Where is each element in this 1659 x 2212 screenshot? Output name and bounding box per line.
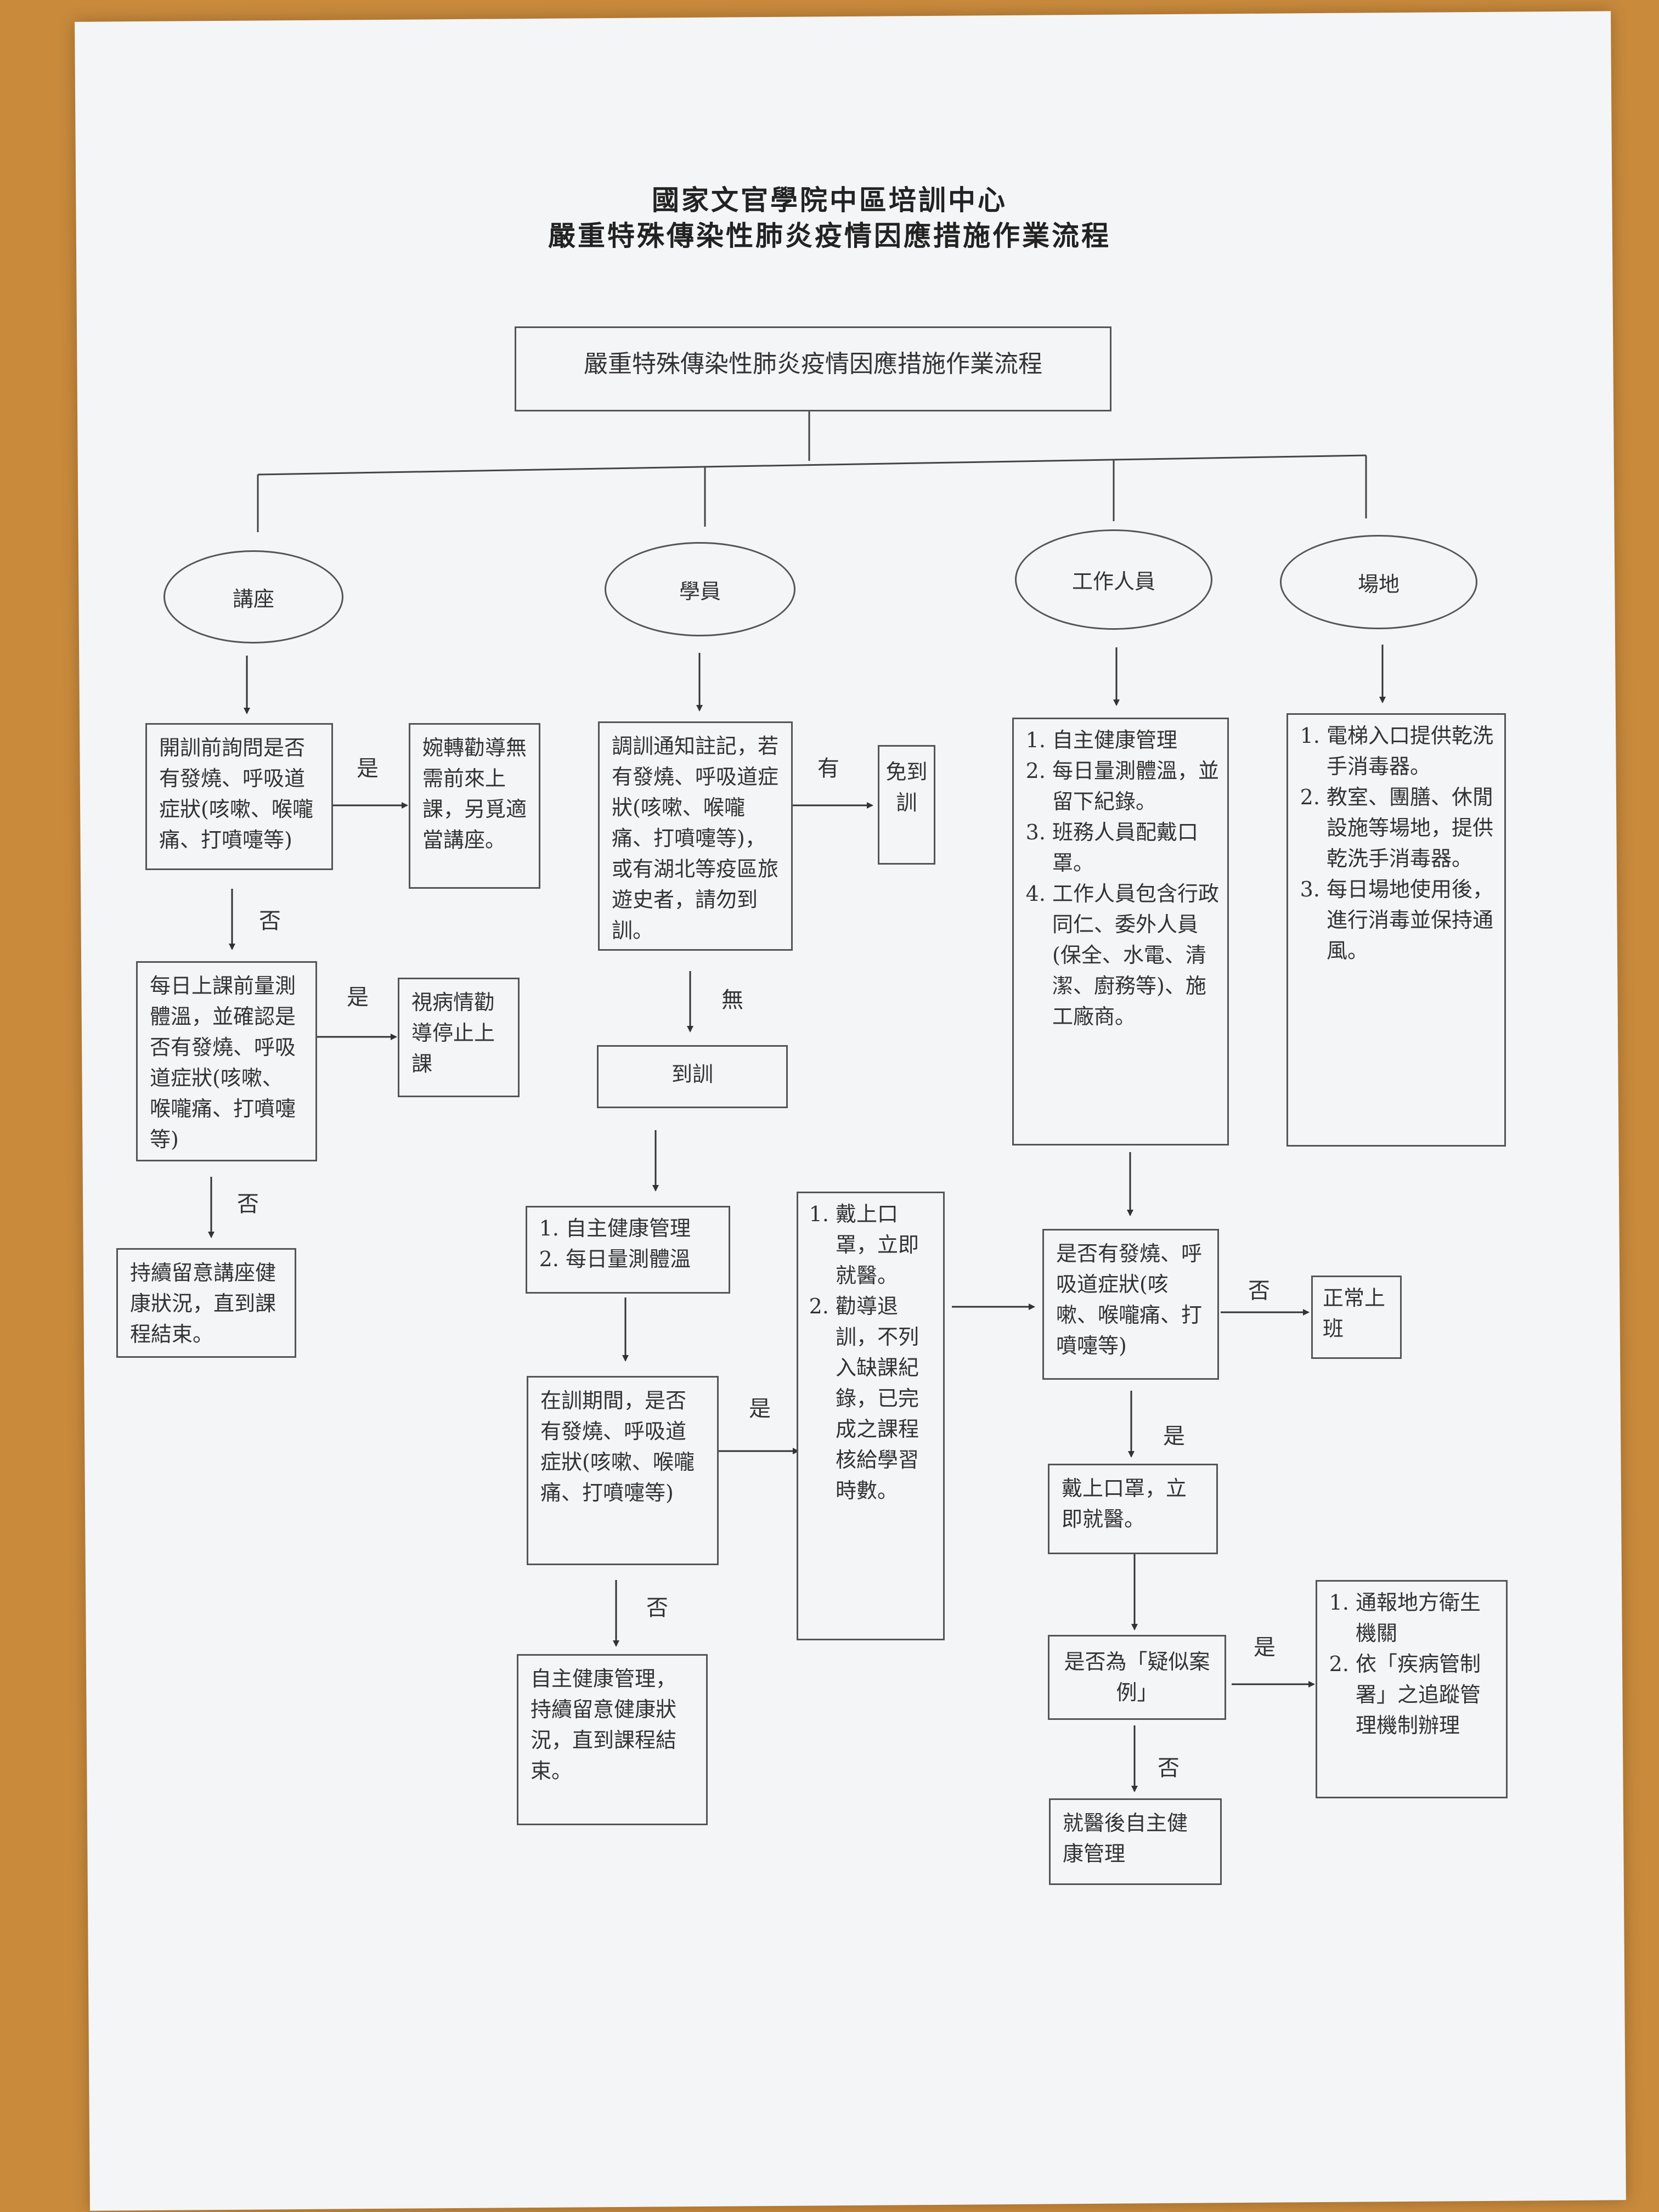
label-yes: 是 [1254,1635,1276,1660]
venue-item-2: 教室、團膳、休閒設施等場地，提供乾洗手消毒器。 [1327,782,1498,874]
label-yes: 是 [1163,1424,1185,1449]
category-venue: 場地 [1280,535,1477,629]
root-process-box: 嚴重特殊傳染性肺炎疫情因應措施作業流程 [515,326,1111,411]
staff-item-3: 班務人員配戴口罩。 [1052,817,1221,878]
label-have: 有 [817,756,839,781]
staff-report-item-2: 依「疾病管制署」之追蹤管理機制辦理 [1356,1649,1499,1741]
category-staff: 工作人員 [1015,529,1212,630]
staff-item-2: 每日量測體溫，並留下紀錄。 [1052,755,1221,817]
header-line-1: 國家文官學院中區培訓中心 [652,184,1007,216]
venue-measures: 電梯入口提供乾洗手消毒器。 教室、團膳、休閒設施等場地，提供乾洗手消毒器。 每日… [1286,713,1506,1147]
lecturer-yes-2-action: 視病情勸導停止上課 [398,978,520,1097]
staff-report-item-1: 通報地方衛生機關 [1356,1587,1499,1649]
label-yes: 是 [749,1396,771,1421]
lecturer-question-1: 開訓前詢問是否有發燒、呼吸道症狀(咳嗽、喉嚨痛、打噴嚏等) [145,723,333,870]
staff-after-doctor: 就醫後自主健康管理 [1049,1798,1222,1885]
label-no: 否 [1248,1278,1270,1304]
student-notice: 調訓通知註記，若有發燒、呼吸道症狀(咳嗽、喉嚨痛、打噴嚏等)，或有湖北等疫區旅遊… [598,721,793,951]
student-yes-item-1: 戴上口罩，立即就醫。 [836,1199,938,1291]
staff-item-1: 自主健康管理 [1052,725,1221,755]
student-yes-actions: 戴上口罩，立即就醫。 勸導退訓，不列入缺課紀錄，已完成之課程核給學習時數。 [797,1192,945,1640]
lecturer-end: 持續留意講座健康狀況，直到課程結束。 [116,1248,296,1358]
lecturer-question-2: 每日上課前量測體溫，並確認是否有發燒、呼吸道症狀(咳嗽、喉嚨痛、打噴嚏等) [136,961,317,1161]
student-self-mgmt-item-2: 每日量測體溫 [566,1244,722,1274]
category-lecturer: 講座 [163,550,343,644]
staff-report-actions: 通報地方衛生機關 依「疾病管制署」之追蹤管理機制辦理 [1316,1580,1508,1798]
staff-normal-work: 正常上班 [1311,1276,1402,1359]
student-question: 在訓期間，是否有發燒、呼吸道症狀(咳嗽、喉嚨痛、打噴嚏等) [527,1376,719,1565]
student-yes-item-2: 勸導退訓，不列入缺課紀錄，已完成之課程核給學習時數。 [836,1291,938,1506]
student-no-end: 自主健康管理，持續留意健康狀況，直到課程結束。 [517,1654,708,1825]
label-yes: 是 [347,985,369,1010]
label-no: 否 [646,1595,668,1621]
student-self-management: 自主健康管理 每日量測體溫 [526,1206,730,1294]
venue-item-1: 電梯入口提供乾洗手消毒器。 [1327,720,1498,782]
staff-question: 是否有發燒、呼吸道症狀(咳嗽、喉嚨痛、打噴嚏等) [1042,1229,1219,1380]
label-no: 否 [259,909,281,934]
staff-mask-doctor: 戴上口罩，立即就醫。 [1048,1464,1218,1554]
header-line-2: 嚴重特殊傳染性肺炎疫情因應措施作業流程 [548,219,1111,252]
label-no: 否 [237,1192,259,1217]
lecturer-yes-1-action: 婉轉勸導無需前來上課，另覓適當講座。 [409,723,540,889]
category-student: 學員 [605,542,795,636]
label-none: 無 [721,988,743,1013]
student-arrive: 到訓 [597,1045,788,1108]
student-exempt: 免到訓 [878,745,935,865]
student-self-mgmt-item-1: 自主健康管理 [566,1213,722,1244]
venue-item-3: 每日場地使用後，進行消毒並保持通風。 [1327,874,1498,966]
label-no: 否 [1158,1756,1180,1781]
label-yes: 是 [357,756,379,781]
staff-suspect-question: 是否為「疑似案例」 [1048,1635,1226,1720]
staff-item-4: 工作人員包含行政同仁、委外人員(保全、水電、清潔、廚務等)、施工廠商。 [1052,878,1221,1032]
staff-measures: 自主健康管理 每日量測體溫，並留下紀錄。 班務人員配戴口罩。 工作人員包含行政同… [1012,718,1229,1146]
